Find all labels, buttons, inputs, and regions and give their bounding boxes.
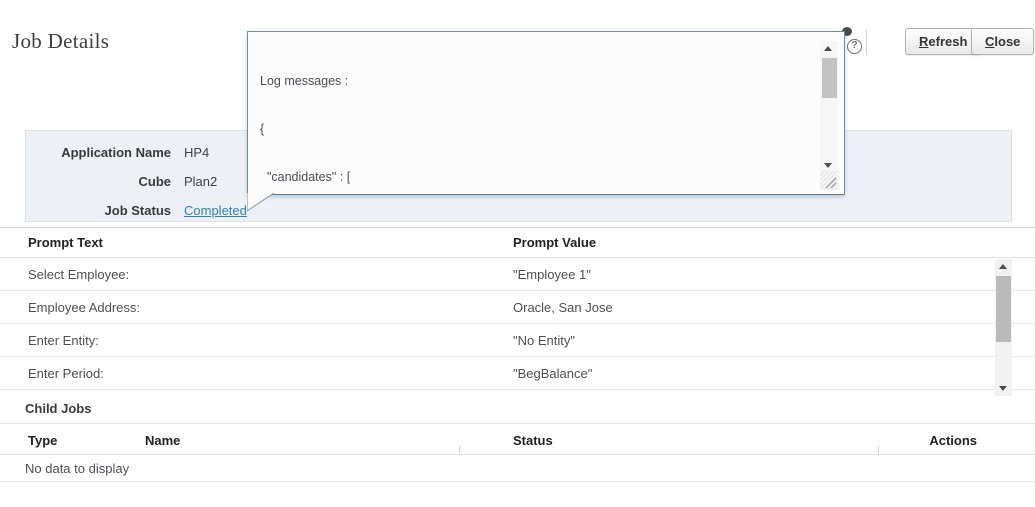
info-row-job-status: Job Status Completed <box>26 196 1011 225</box>
prompt-value-header: Prompt Value <box>513 235 597 250</box>
prompt-text-cell: Select Employee: <box>28 266 130 282</box>
log-messages-popup: Log messages : { "candidates" : [ { "for… <box>247 31 845 212</box>
refresh-accesskey: R <box>919 34 929 49</box>
column-divider <box>459 446 460 454</box>
prompt-text-cell: Employee Address: <box>28 299 141 315</box>
pin-icon <box>842 27 852 36</box>
log-line: "candidates" : [ <box>260 170 351 184</box>
table-row: Enter Period: "BegBalance" <box>0 357 1035 390</box>
scroll-down-icon[interactable] <box>999 386 1007 391</box>
job-status-link[interactable]: Completed <box>184 203 247 218</box>
refresh-label: efresh <box>928 34 968 49</box>
child-jobs-header: Type Name Status Actions <box>0 423 1035 455</box>
status-header: Status <box>513 433 553 448</box>
log-line: { <box>260 122 265 136</box>
job-status-label: Job Status <box>104 203 171 218</box>
child-jobs-empty-text: No data to display <box>25 461 130 476</box>
toolbar-divider <box>866 30 867 54</box>
close-button[interactable]: Close <box>971 28 1035 55</box>
prompt-value-cell: "No Entity" <box>513 332 575 348</box>
prompt-value-cell: Oracle, San Jose <box>513 299 613 315</box>
prompt-value-cell: "BegBalance" <box>513 365 593 381</box>
cube-label: Cube <box>138 174 172 189</box>
prompt-table: Prompt Text Prompt Value Select Employee… <box>0 227 1035 390</box>
table-row: Employee Address: Oracle, San Jose <box>0 291 1035 324</box>
close-accesskey: C <box>985 34 995 49</box>
prompt-text-header: Prompt Text <box>28 235 103 250</box>
cube-value: Plan2 <box>184 174 218 189</box>
log-messages-text: Log messages : { "candidates" : [ { "for… <box>248 32 820 194</box>
scrollbar-thumb[interactable] <box>821 58 837 98</box>
prompt-text-cell: Enter Entity: <box>28 332 99 348</box>
help-icon[interactable]: ? <box>847 39 862 54</box>
child-jobs-title: Child Jobs <box>25 401 92 416</box>
popup-callout-tail <box>247 193 275 212</box>
page-title: Job Details <box>12 29 110 53</box>
scroll-down-icon[interactable] <box>824 163 832 168</box>
application-name-value: HP4 <box>184 145 210 160</box>
info-row-cube: Cube Plan2 <box>26 167 1011 196</box>
type-header: Type <box>28 433 58 448</box>
prompt-value-cell: "Employee 1" <box>513 266 591 282</box>
actions-header: Actions <box>929 433 977 448</box>
scroll-up-icon[interactable] <box>824 46 832 51</box>
application-name-label: Application Name <box>61 145 171 160</box>
resize-grip-icon[interactable] <box>820 171 838 190</box>
popup-scrollbar[interactable] <box>820 41 838 173</box>
name-header: Name <box>145 433 181 448</box>
table-row: Enter Entity: "No Entity" <box>0 324 1035 357</box>
prompt-table-header: Prompt Text Prompt Value <box>0 227 1035 258</box>
close-label: lose <box>994 34 1021 49</box>
log-line: Log messages : <box>260 74 349 88</box>
column-divider <box>878 446 879 454</box>
prompt-text-cell: Enter Period: <box>28 365 104 381</box>
table-row: Select Employee: "Employee 1" <box>0 258 1035 291</box>
resize-grip-lines <box>825 177 837 189</box>
refresh-button[interactable]: Refresh <box>905 28 982 55</box>
prompt-table-scrollbar[interactable] <box>995 259 1012 396</box>
scrollbar-thumb[interactable] <box>996 276 1011 342</box>
child-jobs-bottom-border <box>0 481 1035 482</box>
info-row-application: Application Name HP4 <box>26 138 1011 167</box>
scroll-up-icon[interactable] <box>999 264 1007 269</box>
